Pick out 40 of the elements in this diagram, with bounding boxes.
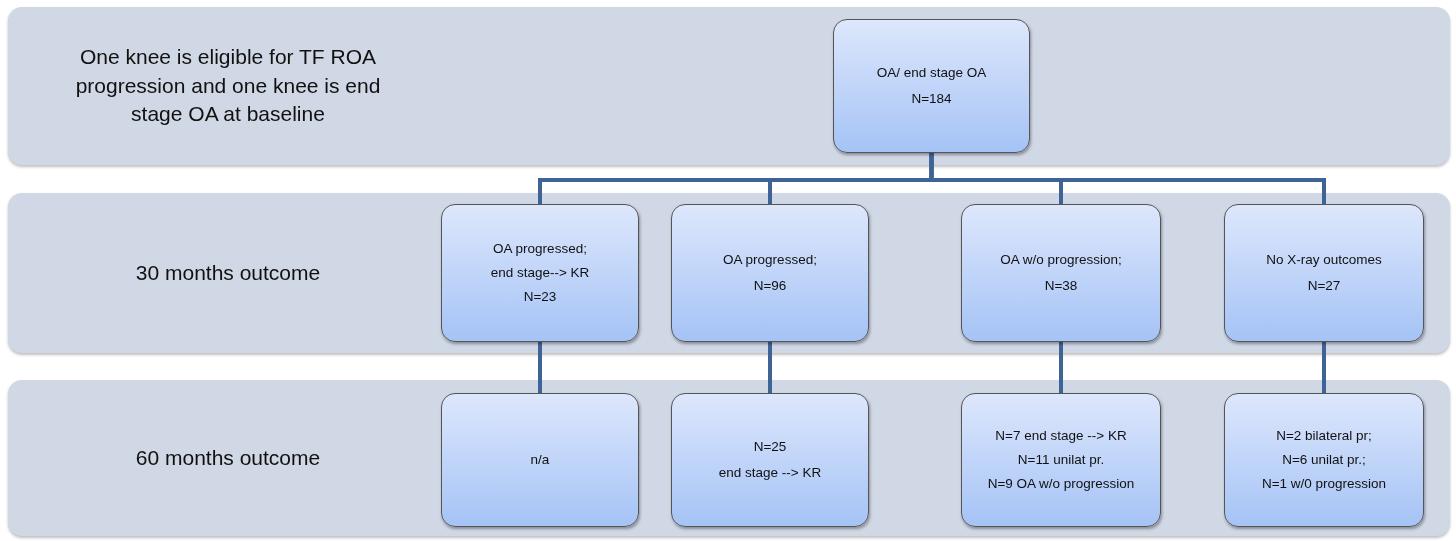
row-band	[8, 7, 1450, 165]
process-box	[671, 204, 869, 342]
connector-line	[538, 342, 542, 393]
box-text: N=27	[1307, 278, 1341, 295]
box-text: No X-ray outcomes	[1266, 251, 1382, 268]
connector-line	[768, 342, 772, 393]
box-text: N=96	[753, 278, 787, 295]
connector-line	[1059, 342, 1063, 393]
box-text: N=1 w/0 progression	[1261, 476, 1387, 493]
box-text: n/a	[530, 451, 550, 469]
box-text: OA/ end stage OA	[876, 64, 987, 81]
box-text: N=25	[753, 438, 787, 455]
row-band	[8, 380, 1450, 536]
row-label: 60 months outcome	[135, 444, 321, 471]
box-text: end stage--> KR	[490, 264, 590, 282]
box-text: N=9 OA w/o progression	[987, 476, 1135, 493]
process-box	[671, 393, 869, 527]
row-label: One knee is eligible for TF ROA progression and one knee is end stage OA at baseline	[74, 44, 382, 128]
process-box	[961, 393, 1161, 527]
process-box	[1224, 393, 1424, 527]
box-text: N=6 unilat pr.;	[1282, 451, 1366, 469]
box-text: OA w/o progression;	[1000, 251, 1122, 268]
row-label: 30 months outcome	[135, 259, 321, 286]
process-box	[1224, 204, 1424, 342]
box-text: N=11 unilat pr.	[1017, 451, 1105, 469]
row-band	[8, 193, 1450, 353]
process-box	[441, 204, 639, 342]
process-box	[441, 393, 639, 527]
box-text: end stage --> KR	[718, 465, 822, 482]
box-text: N=23	[523, 289, 557, 306]
process-box	[833, 19, 1030, 153]
box-text: N=184	[911, 91, 952, 108]
box-text: OA progressed;	[493, 240, 587, 257]
connector-line	[929, 153, 1326, 204]
connector-line	[1322, 342, 1326, 393]
box-text: OA progressed;	[723, 251, 817, 268]
box-text: N=38	[1044, 278, 1078, 295]
box-text: N=7 end stage --> KR	[995, 427, 1127, 444]
box-text: N=2 bilateral pr;	[1276, 427, 1372, 444]
process-box	[961, 204, 1161, 342]
